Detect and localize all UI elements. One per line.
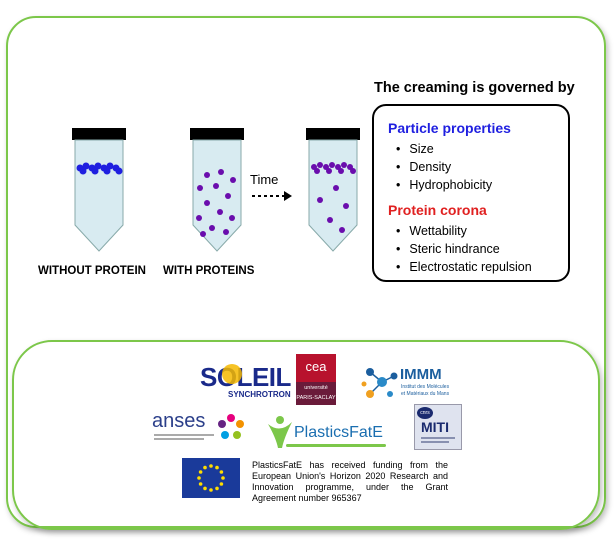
logo-frame — [12, 340, 600, 530]
immm-text: IMMM — [400, 366, 442, 383]
immm-sub1: Institut des Molécules — [401, 384, 450, 390]
panel-heading: The creaming is governed by — [374, 80, 575, 96]
tube-without-protein — [72, 128, 126, 252]
eu-star — [209, 464, 213, 468]
eu-star — [203, 465, 207, 470]
list-item: Steric hindrance — [396, 240, 532, 258]
purple-particles — [196, 169, 236, 237]
cea-sub1: université — [304, 385, 328, 391]
eu-flag-icon — [182, 458, 240, 498]
label-without-protein: WITHOUT PROTEIN — [38, 265, 146, 277]
tube-with-proteins — [190, 128, 244, 252]
anses-logo: anses — [152, 410, 248, 450]
anses-text: anses — [152, 410, 206, 432]
eu-star — [203, 486, 207, 491]
list-item: Electrostatic repulsion — [396, 258, 531, 276]
eu-star — [219, 470, 224, 474]
label-with-proteins: WITH PROTEINS — [163, 265, 255, 277]
list-item: Density — [396, 158, 492, 176]
immm-logo: IMMM Institut des Molécules et Matériaux… — [360, 362, 450, 406]
miti-text: MITI — [421, 419, 449, 435]
soleil-logo: SOLEIL SYNCHROTRON — [200, 362, 292, 406]
eu-star — [197, 476, 201, 480]
outer-frame — [6, 16, 606, 528]
soleil-subtitle: SYNCHROTRON — [228, 390, 291, 399]
properties-box: Particle properties Size Density Hydroph… — [372, 104, 570, 282]
particle-properties-list: Size Density Hydrophobicity — [396, 140, 492, 194]
eu-star — [215, 465, 219, 470]
plasticsfate-logo: PlasticsFatE — [266, 414, 390, 454]
creamed-particles — [311, 162, 356, 233]
tube-after-time — [306, 128, 360, 252]
protein-corona-list: Wettability Steric hindrance Electrostat… — [396, 222, 532, 276]
cnrs-text: cnrs — [417, 407, 433, 419]
eu-star — [198, 470, 203, 474]
list-item: Hydrophobicity — [396, 176, 492, 194]
time-label: Time — [250, 172, 279, 187]
funding-text: PlasticsFatE has received funding from t… — [252, 460, 448, 503]
time-arrow — [252, 191, 292, 201]
list-item: Wettability — [396, 222, 532, 240]
cea-sub2: PARIS-SACLAY — [296, 395, 336, 401]
section-protein-corona: Protein corona — [388, 202, 487, 218]
person-icon — [268, 416, 292, 448]
molecule-icon — [361, 368, 398, 398]
miti-logo: cnrs MITI — [414, 404, 462, 450]
section-particle-properties: Particle properties — [388, 120, 511, 136]
cea-logo: cea université PARIS-SACLAY — [296, 354, 336, 405]
cea-text: cea — [296, 354, 336, 382]
eu-star — [215, 486, 219, 491]
plasticsfate-text: PlasticsFatE — [294, 424, 383, 441]
eu-star — [219, 482, 224, 486]
eu-star — [198, 482, 203, 486]
eu-star — [221, 476, 225, 480]
eu-star — [209, 488, 213, 492]
sun-icon — [222, 364, 242, 384]
blue-particles — [76, 162, 123, 175]
anses-flower-icon — [218, 414, 244, 439]
soleil-text: SOLEIL — [200, 362, 291, 392]
list-item: Size — [396, 140, 492, 158]
immm-sub2: et Matériaux du Mans — [401, 391, 450, 397]
